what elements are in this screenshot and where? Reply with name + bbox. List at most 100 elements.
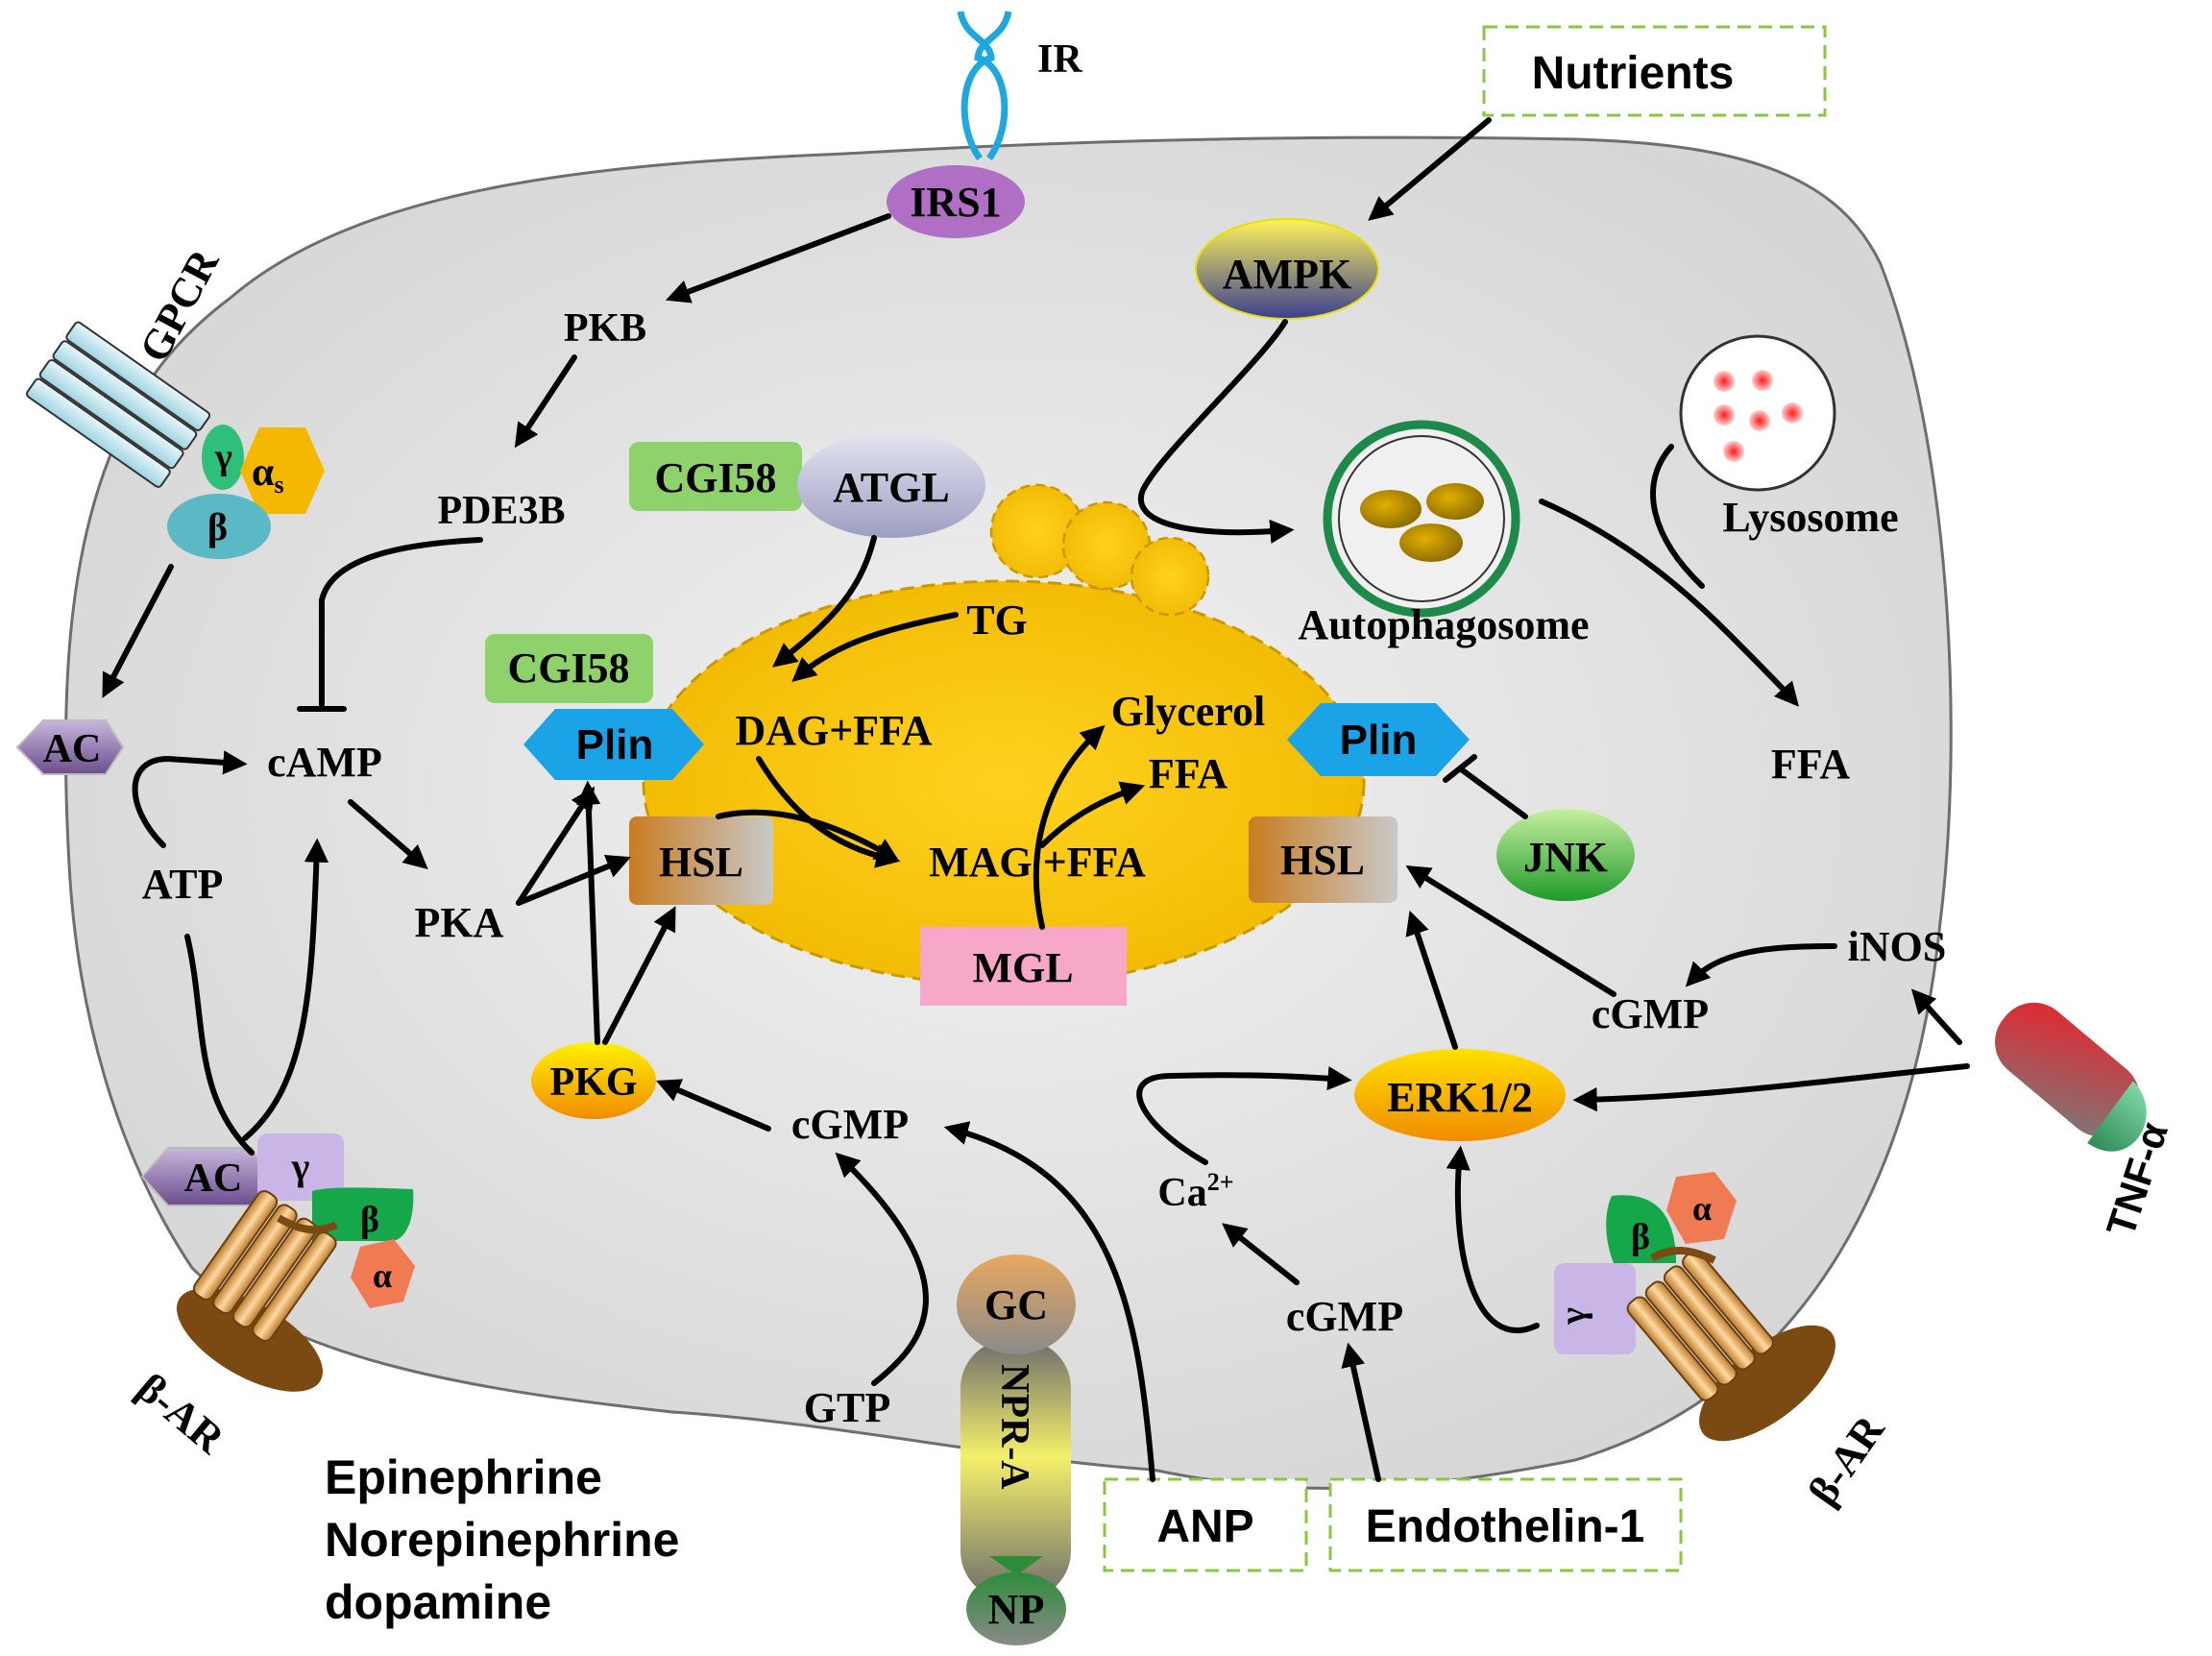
bar-left-alpha-subunit xyxy=(351,1239,415,1308)
lysosome-dot-5 xyxy=(1782,402,1803,424)
arrow-tnf-inos xyxy=(1910,988,1962,1045)
arrow-erk-hsl xyxy=(1405,910,1458,1050)
atgl-label: ATGL xyxy=(833,464,949,511)
arrow-mgl-glycerol xyxy=(1033,724,1106,930)
ac-left-node xyxy=(15,719,125,775)
nutrients-box xyxy=(1482,25,1827,117)
inos-label: iNOS xyxy=(1848,923,1947,970)
gpcr-alpha-s-label: αs xyxy=(252,451,284,499)
cgi58-left-label: CGI58 xyxy=(507,645,629,692)
endothelin-label: Endothelin-1 xyxy=(1366,1501,1645,1552)
arrow-autophagosome-ffa xyxy=(1539,499,1799,707)
arrow-pka-plin xyxy=(516,786,596,906)
gpcr-icon xyxy=(26,321,211,488)
droplet-bud-3 xyxy=(1130,536,1210,617)
bar-left-gamma-subunit xyxy=(257,1133,344,1201)
nutrients-label: Nutrients xyxy=(1532,48,1735,99)
gpcr-beta-label: β xyxy=(207,505,228,548)
ac-left-label: AC xyxy=(43,727,102,771)
arrow-gtp-cgmp xyxy=(835,1152,929,1386)
autophagosome-inner-ring xyxy=(1338,435,1505,602)
atgl-node xyxy=(797,432,985,538)
beta-ar-right-icon xyxy=(1626,1246,1835,1442)
beta-ar-left-label: β-AR xyxy=(129,1364,234,1463)
arrow-atgl-dag xyxy=(772,535,877,668)
ffa-droplet-label: FFA xyxy=(1149,750,1228,797)
hormone-norepinephrine: Norepinephrine xyxy=(325,1513,679,1567)
np-node xyxy=(966,1572,1066,1645)
lysosome-dot-2 xyxy=(1752,370,1773,391)
erk-label: ERK1/2 xyxy=(1387,1074,1533,1121)
lysosome-dot-4 xyxy=(1749,410,1770,431)
cgmp-low-label: cGMP xyxy=(1286,1293,1403,1340)
arrow-nutrients-ampk xyxy=(1368,117,1492,221)
ir-label: IR xyxy=(1037,37,1082,82)
beta-ar-right-label: β-AR xyxy=(1799,1406,1894,1514)
inhibit-jnk-plin xyxy=(1457,766,1528,819)
arrow-cgmp-pkg xyxy=(656,1079,771,1132)
arrow-cgmp-hsl xyxy=(1405,865,1616,997)
jnk-node xyxy=(1496,809,1635,901)
line-lysosome-join xyxy=(1650,444,1705,589)
bar-right-gamma-subunit xyxy=(1554,1263,1636,1354)
inhibit-pde3b-camp xyxy=(319,537,483,709)
bar-right-alpha-subunit xyxy=(1666,1172,1737,1244)
dag-ffa-label: DAG+FFA xyxy=(735,707,932,754)
endothelin-box xyxy=(1328,1477,1683,1572)
arrow-endothelin-cgmp xyxy=(1341,1342,1381,1482)
ffa-right-label: FFA xyxy=(1771,741,1850,788)
autophagosome-ball-1 xyxy=(1360,490,1422,528)
hormone-dopamine: dopamine xyxy=(325,1575,551,1629)
arrow-cgmp-ca2 xyxy=(1222,1223,1300,1285)
np-label: NP xyxy=(988,1586,1045,1633)
bar-right-beta-subunit xyxy=(1606,1195,1676,1263)
npra-label: NPR-A xyxy=(992,1364,1036,1490)
pkg-node xyxy=(531,1042,656,1119)
arrow-mgl-ffa xyxy=(1039,781,1146,848)
lysosome-dot-6 xyxy=(1723,441,1744,462)
atp-label: ATP xyxy=(142,861,224,908)
autophagosome-icon xyxy=(1323,420,1520,618)
jnk-label: JNK xyxy=(1523,834,1608,881)
cgi58-left-box xyxy=(485,634,653,703)
arrow-hsl-mag xyxy=(716,809,900,862)
plin-right-label: Plin xyxy=(1340,717,1418,764)
line-atp-bar xyxy=(184,934,255,1156)
bar-left-beta-label: β xyxy=(360,1200,379,1240)
glycerol-label: Glycerol xyxy=(1111,688,1265,735)
insulin-receptor-icon xyxy=(957,11,1012,161)
plin-right-node xyxy=(1287,703,1470,776)
gc-label: GC xyxy=(984,1281,1048,1328)
inhibit-jnk-plin-bar xyxy=(1443,754,1477,783)
gc-node xyxy=(957,1254,1076,1354)
bar-right-beta-label: β xyxy=(1631,1217,1650,1257)
ampk-label: AMPK xyxy=(1223,251,1351,298)
arrow-pkg-plin xyxy=(576,780,601,1045)
gtp-label: GTP xyxy=(804,1384,890,1431)
arrow-bar-camp xyxy=(242,838,329,1141)
cgi58-top-box xyxy=(629,442,802,511)
lysosome-dot-1 xyxy=(1714,371,1735,392)
ac-bottom-label: AC xyxy=(184,1157,243,1201)
mgl-label: MGL xyxy=(972,944,1073,991)
cgmp-center-label: cGMP xyxy=(791,1101,909,1148)
arrow-inos-cgmp xyxy=(1685,943,1837,987)
erk-node xyxy=(1354,1049,1566,1141)
irs1-label: IRS1 xyxy=(910,179,1001,226)
arrow-camp-pka xyxy=(348,799,428,869)
arrow-pkg-hsl xyxy=(602,906,676,1045)
cgmp-right-label: cGMP xyxy=(1592,990,1709,1037)
hormone-epinephrine: Epinephrine xyxy=(325,1450,602,1504)
hsl-right-box xyxy=(1249,816,1398,903)
tnf-alpha-icon xyxy=(1995,1002,2147,1152)
autophagosome-label: Autophagosome xyxy=(1298,601,1589,648)
mgl-box xyxy=(920,927,1127,1006)
plin-left-node xyxy=(523,709,704,780)
bar-left-alpha-label: α xyxy=(373,1256,392,1295)
lysosome-dot-3 xyxy=(1714,404,1735,426)
tg-label: TG xyxy=(966,597,1028,644)
ca2-label: Ca2+ xyxy=(1157,1168,1233,1215)
bar-left-gamma-label: γ xyxy=(291,1145,310,1188)
